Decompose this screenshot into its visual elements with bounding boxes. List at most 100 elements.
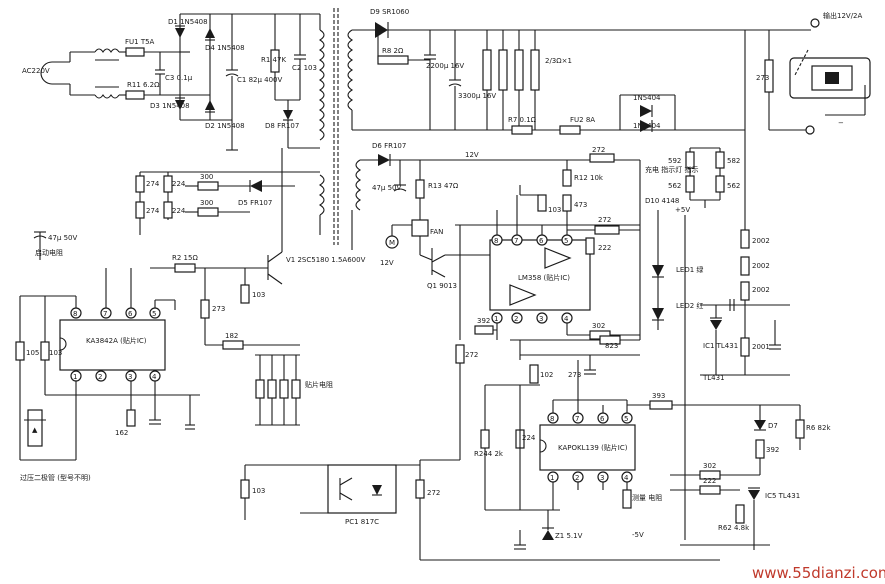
r103b-label: 103 (49, 349, 62, 357)
snubber-network: R1 47K C2 103 D8 FR107 (232, 13, 320, 148)
kapokl139-label: KAPOKL139 (贴片IC) (558, 443, 628, 452)
r302b-label: 302 (703, 462, 716, 470)
transformer-primary (288, 8, 339, 245)
startup-resistors: 274 224 274 224 300 300 D5 FR107 47μ 50V… (33, 171, 320, 260)
smd-res-label: 贴片电阻 (305, 380, 333, 389)
lm358-label: LM358 (贴片IC) (518, 273, 570, 282)
r272a-label: 272 (427, 489, 440, 497)
ka3842-controller: KA3842A (贴片IC) 8 7 6 5 1 2 3 4 105 103 1… (15, 268, 200, 460)
resistor-r2 (174, 263, 196, 273)
r2-label: R2 15Ω (172, 254, 198, 262)
c1-label: C1 82μ 400V (237, 76, 283, 84)
r2001-label: 2001 (752, 343, 770, 351)
r13-label: R13 47Ω (428, 182, 459, 190)
r582-label: 582 (727, 157, 740, 165)
led2-label: LED2 红 (676, 301, 703, 310)
optocoupler-body (327, 464, 397, 514)
c47-label: 47μ 50V (372, 184, 401, 192)
d10-label: D10 4148 (645, 197, 679, 205)
d4-label: D4 1N5408 (205, 44, 245, 52)
v5b-label: -5V (632, 531, 644, 539)
charge-note-label: 充电 指示灯 指示 (645, 165, 698, 174)
r562b-label: 562 (727, 182, 740, 190)
power-switch-v1: R2 15Ω V1 2SC5180 1.5A600V 103 273 182 (150, 148, 366, 350)
r7-label: R7 0.1Ω (508, 116, 537, 124)
d3-label: D3 1N5408 (150, 102, 190, 110)
thermistor-r11 (125, 90, 145, 100)
optocoupler-pc1: PC1 817C 103 272 (240, 464, 720, 561)
r300b-label: 300 (200, 199, 213, 207)
watermark-text: www.55dianzi.com (752, 564, 885, 582)
pc1-label: PC1 817C (345, 518, 379, 526)
svg-text:▲: ▲ (32, 426, 38, 434)
r392b-label: 392 (766, 446, 779, 454)
r103c-label: 103 (252, 487, 265, 495)
c103d-label: 103 (548, 206, 561, 214)
svg-text:3: 3 (600, 474, 604, 482)
r2002a-label: 2002 (752, 237, 770, 245)
v5-label: +5V (675, 206, 690, 214)
led1-label: LED1 绿 (676, 265, 703, 274)
ac-plug-symbol (40, 61, 53, 85)
c-start-label: 47μ 50V (48, 234, 77, 242)
svg-text:−: − (838, 119, 844, 127)
svg-text:1: 1 (494, 315, 498, 323)
r2a-label: 2/3Ω×1 (545, 57, 572, 65)
r102-label: 102 (540, 371, 553, 379)
svg-text:2: 2 (98, 373, 102, 381)
r273c-label: 273 (568, 371, 581, 379)
svg-text:272: 272 (465, 351, 478, 359)
svg-text:7: 7 (103, 310, 107, 318)
d5-label: D5 FR107 (238, 199, 272, 207)
output-protection: R6 82k D7 392 302 222 IC5 TL431 R62 4.8k (670, 405, 831, 550)
r393-label: 393 (652, 392, 665, 400)
r62-label: R62 4.8k (718, 524, 750, 532)
ka3842-label: KA3842A (贴片IC) (86, 336, 147, 345)
current-sense-resistors: 贴片电阻 (255, 354, 333, 426)
choke-coil-top (94, 48, 120, 53)
d6-label: D6 FR107 (372, 142, 406, 150)
tl431-ic5-icon (748, 490, 760, 500)
fu2-label: FU2 8A (570, 116, 595, 124)
svg-text:7: 7 (575, 415, 579, 423)
svg-text:M: M (389, 239, 395, 247)
r274b-label: 274 (146, 207, 160, 215)
svg-text:5: 5 (624, 415, 628, 423)
secondary-output: D9 SR1060 R8 2Ω 2200μ 16V 3300μ 16V 2/3Ω… (347, 8, 871, 240)
charge-indicator-section: 592 562 582 562 充电 指示灯 指示 D10 4148 +5V L… (645, 147, 740, 540)
out-label: 输出12V/2A (823, 11, 863, 20)
svg-text:5: 5 (564, 237, 568, 245)
d1-label: D1 1N5408 (168, 18, 208, 26)
r392a-label: 392 (477, 317, 490, 325)
d9-label: D9 SR1060 (370, 8, 409, 16)
diode-d3-icon (175, 100, 185, 110)
diode-d4-icon (205, 28, 215, 38)
diode-d1-icon (175, 28, 185, 38)
lm358-chip (489, 239, 591, 311)
svg-text:2: 2 (514, 315, 518, 323)
kapokl139-comparator: KAPOKL139 (贴片IC) 8 7 6 5 1 2 3 4 102 273… (474, 340, 800, 550)
ic1-label: IC1 TL431 (703, 342, 738, 350)
svg-text:5: 5 (152, 310, 156, 318)
c2200-label: 2200μ 16V (426, 62, 464, 70)
bulk-capacitor-c1: C1 82μ 400V (225, 14, 283, 151)
tl431b-label: IC5 TL431 (765, 492, 800, 500)
r300a-label: 300 (200, 173, 213, 181)
svg-text:4: 4 (152, 373, 157, 381)
r224a-label: 224 (172, 180, 186, 188)
r2002b-label: 2002 (752, 262, 770, 270)
d1n5404a-label: 1N5404 (633, 94, 661, 102)
r182a-label: 182 (225, 332, 238, 340)
start-cap-label: 启动电阻 (35, 248, 63, 257)
kapokl139-chip (539, 424, 636, 471)
v12-label: 12V (380, 259, 394, 267)
r244-label: R244 2k (474, 450, 504, 458)
r1-label: R1 47K (261, 56, 286, 64)
led1-icon (652, 265, 664, 277)
svg-text:1: 1 (550, 474, 554, 482)
svg-text:7: 7 (514, 237, 518, 245)
r11-label: R11 6.2Ω (127, 81, 160, 89)
r8-label: R8 2Ω (382, 47, 404, 55)
svg-text:8: 8 (550, 415, 554, 423)
